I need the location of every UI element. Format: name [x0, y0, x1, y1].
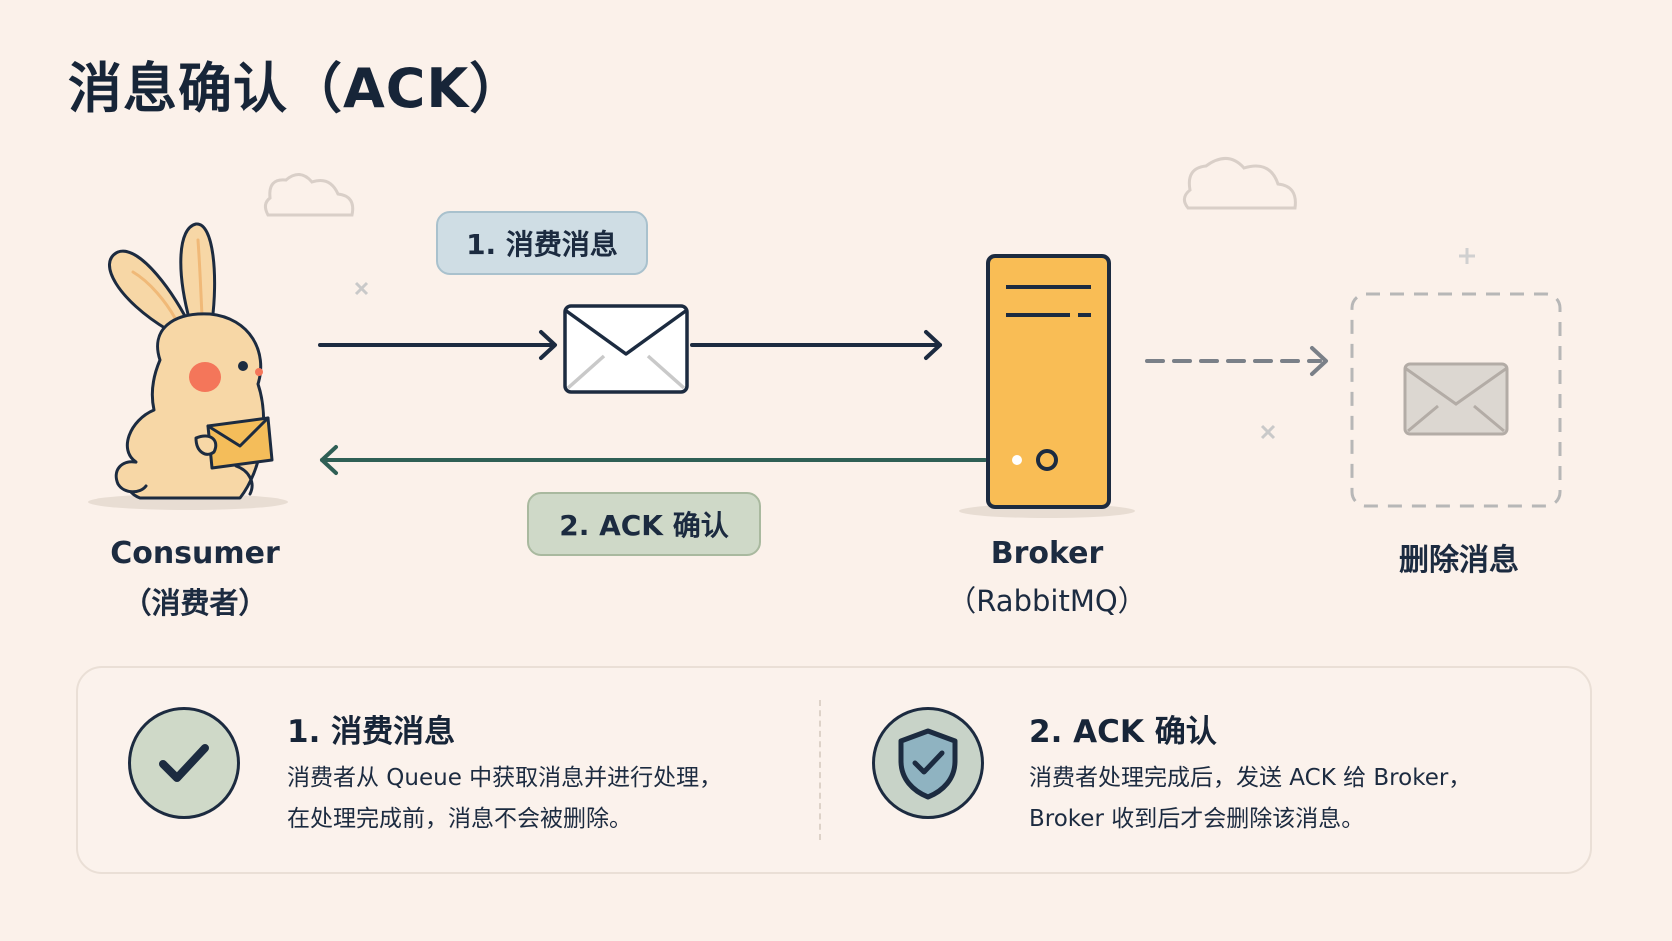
delete-message-label: 删除消息 — [1399, 543, 1519, 578]
rabbit-icon — [88, 222, 288, 510]
envelope-icon — [563, 304, 689, 394]
cloud-icon — [1183, 157, 1297, 210]
cross-icon — [354, 281, 369, 296]
server-icon — [959, 254, 1135, 518]
ack-arrow — [320, 445, 987, 475]
deleted-message-box — [1350, 292, 1562, 508]
consume-step-label: 1. 消费消息 — [436, 211, 648, 275]
consumer-sublabel: （消费者） — [122, 586, 268, 620]
check-icon — [128, 707, 240, 819]
step-1-text: 消费者从 Queue 中获取消息并进行处理， — [287, 765, 723, 791]
consumer-label: Consumer — [110, 536, 280, 571]
step-2-title: 2. ACK 确认 — [1029, 714, 1217, 750]
step-2-text: 消费者处理完成后，发送 ACK 给 Broker， — [1029, 765, 1472, 791]
plus-icon — [1459, 248, 1475, 264]
delete-arrow — [1145, 346, 1328, 376]
panel-divider — [819, 700, 821, 840]
explanation-panel — [76, 666, 1592, 874]
step-1-text: 在处理完成前，消息不会被删除。 — [287, 806, 632, 832]
shield-check-icon — [872, 707, 984, 819]
step-2-text: Broker 收到后才会删除该消息。 — [1029, 806, 1365, 832]
cross-icon — [1260, 424, 1276, 440]
page-title: 消息确认（ACK） — [68, 57, 525, 120]
ack-step-label: 2. ACK 确认 — [527, 492, 761, 556]
broker-label: Broker — [990, 536, 1104, 571]
broker-sublabel: （RabbitMQ） — [947, 584, 1147, 618]
step-1-title: 1. 消费消息 — [287, 714, 456, 750]
consume-arrow — [318, 330, 942, 360]
cloud-icon — [263, 173, 355, 217]
